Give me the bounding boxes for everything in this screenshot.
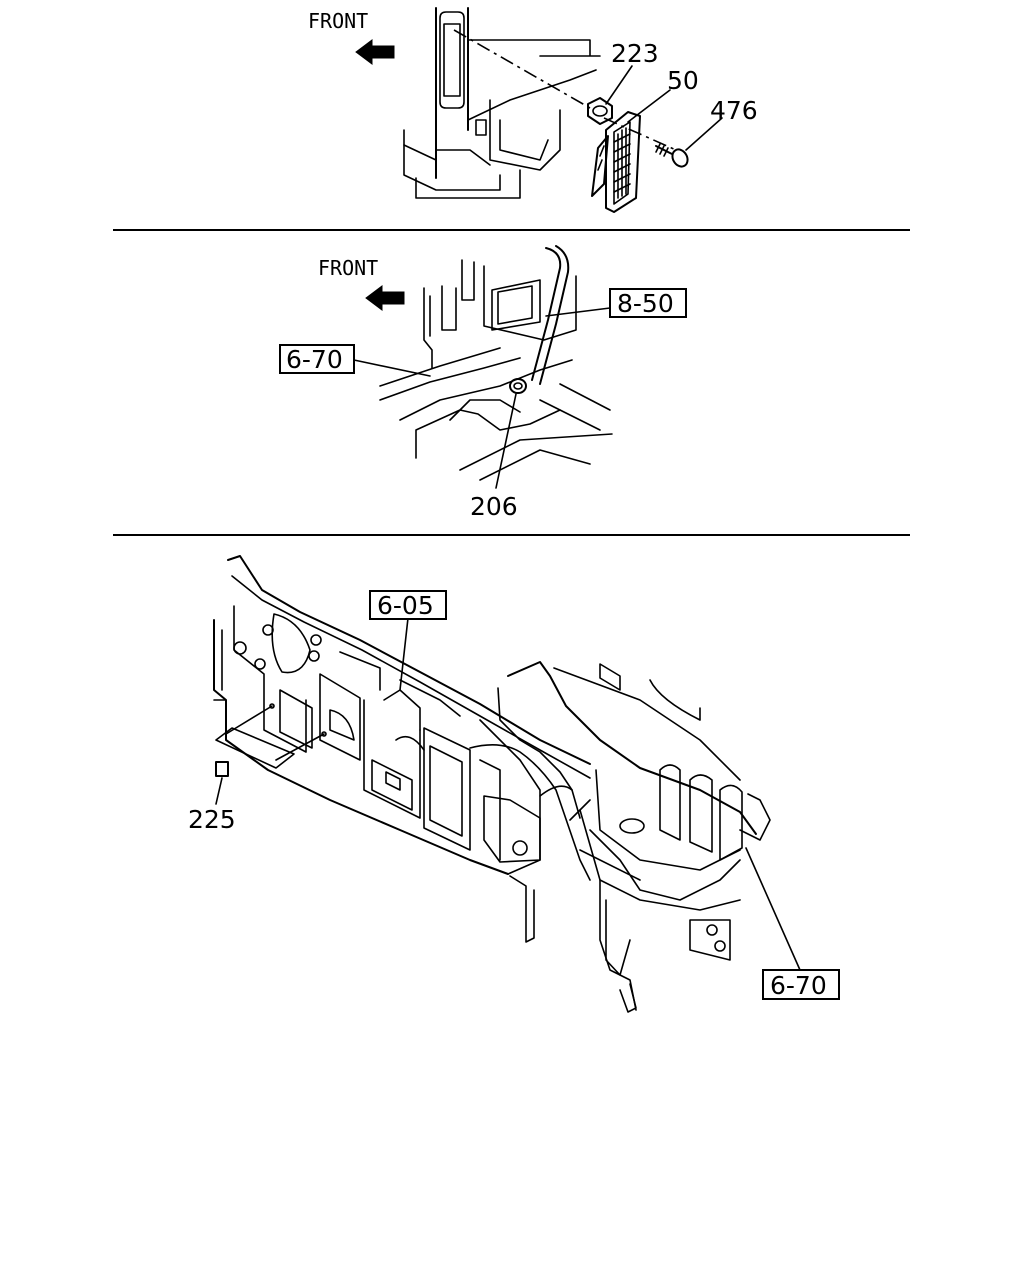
- middle-body-structure: [379, 259, 613, 481]
- front-arrow-top-icon: [355, 39, 395, 65]
- ref-box-6-70-middle: [279, 344, 355, 374]
- vent-grille-icon: [591, 111, 641, 213]
- pad-225-icon: [215, 703, 327, 777]
- callout-6-05: 6-05: [377, 591, 434, 620]
- dash-panel-assembly: [213, 555, 771, 1013]
- leader-6-70-middle: [353, 359, 431, 377]
- leader-6-05: [399, 617, 409, 691]
- leader-225: [215, 777, 223, 805]
- grommet-206-icon: [509, 378, 527, 394]
- callout-225: 225: [188, 805, 236, 834]
- callout-6-70-middle: 6-70: [286, 345, 343, 374]
- ref-box-8-50: [609, 288, 687, 318]
- drain-pipe: [509, 245, 570, 394]
- leader-476: [685, 117, 723, 151]
- front-arrow-middle-icon: [365, 285, 405, 311]
- front-label-middle: FRONT: [318, 256, 378, 280]
- top-panel: FRONT 223: [308, 7, 758, 213]
- grommet-223-icon: [587, 97, 613, 125]
- ref-box-6-70-bottom: [762, 969, 840, 1000]
- callout-50: 50: [667, 66, 699, 95]
- callout-8-50: 8-50: [617, 289, 674, 318]
- callout-223: 223: [611, 39, 659, 68]
- bottom-panel: 225 6-05 6-70: [188, 555, 840, 1013]
- callout-206: 206: [470, 492, 518, 521]
- leader-223: [605, 65, 633, 105]
- callout-6-70-bottom: 6-70: [770, 971, 827, 1000]
- leader-6-70-bottom: [745, 847, 801, 971]
- ref-box-6-05: [369, 590, 447, 620]
- leader-8-50: [545, 307, 611, 317]
- leader-206: [495, 393, 517, 489]
- front-label-top: FRONT: [308, 9, 368, 33]
- callout-476: 476: [710, 96, 758, 125]
- middle-panel: FRONT 8-50: [279, 245, 687, 521]
- leader-50: [627, 89, 671, 123]
- screw-476-icon: [655, 143, 689, 168]
- body-side-panel: [403, 7, 601, 199]
